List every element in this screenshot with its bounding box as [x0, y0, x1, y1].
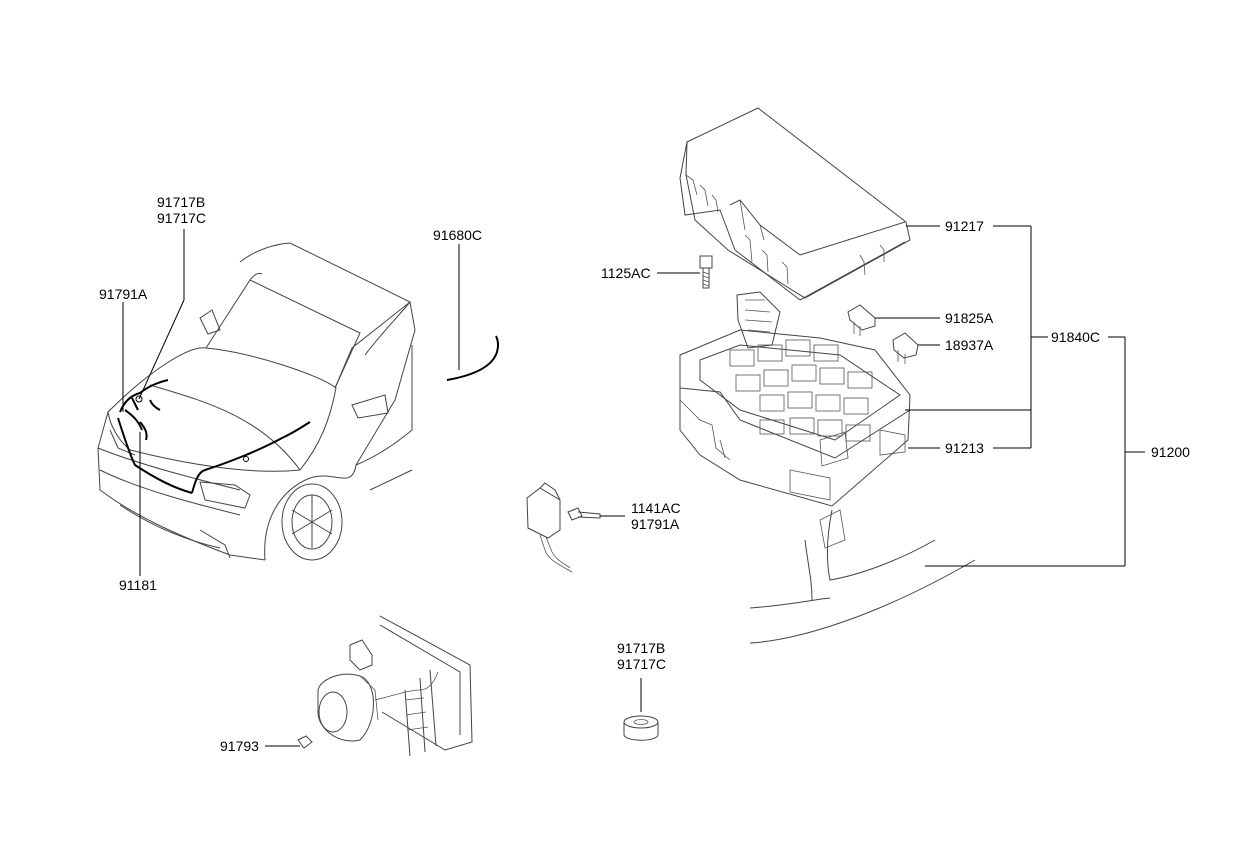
- label-91717b-grommet: 91717B: [617, 640, 666, 656]
- fusebox-body: [679, 291, 1031, 644]
- label-91793: 91793: [220, 738, 259, 754]
- car-leader-lines: [122, 229, 185, 576]
- label-91717c-grommet: 91717C: [617, 656, 667, 672]
- fuse-91825a: [847, 304, 940, 336]
- label-91680c: 91680C: [433, 227, 483, 243]
- label-18937a: 18937A: [945, 337, 994, 353]
- horn-assembly: [265, 615, 473, 757]
- label-91791a-car: 91791A: [99, 286, 148, 302]
- label-91825a: 91825A: [945, 310, 994, 326]
- group-bracket-lines: [925, 225, 1145, 567]
- fuse-18937a: [892, 332, 940, 364]
- bolt-1125ac: [657, 255, 713, 289]
- relay-module: [526, 482, 625, 573]
- label-91717c-top: 91717C: [157, 210, 207, 226]
- grommet: [623, 678, 659, 741]
- label-91200: 91200: [1151, 444, 1190, 460]
- label-91791a-relay: 91791A: [631, 516, 680, 532]
- label-91840c: 91840C: [1051, 329, 1101, 345]
- label-91181: 91181: [119, 577, 157, 593]
- label-1125ac: 1125AC: [601, 265, 651, 281]
- label-1141ac: 1141AC: [631, 500, 681, 516]
- wire-91680c: [446, 244, 500, 381]
- label-91213: 91213: [945, 440, 984, 456]
- label-91217: 91217: [945, 218, 984, 234]
- label-91717b-top: 91717B: [157, 194, 206, 210]
- fusebox-cover: [679, 107, 940, 301]
- car-illustration: [97, 242, 416, 561]
